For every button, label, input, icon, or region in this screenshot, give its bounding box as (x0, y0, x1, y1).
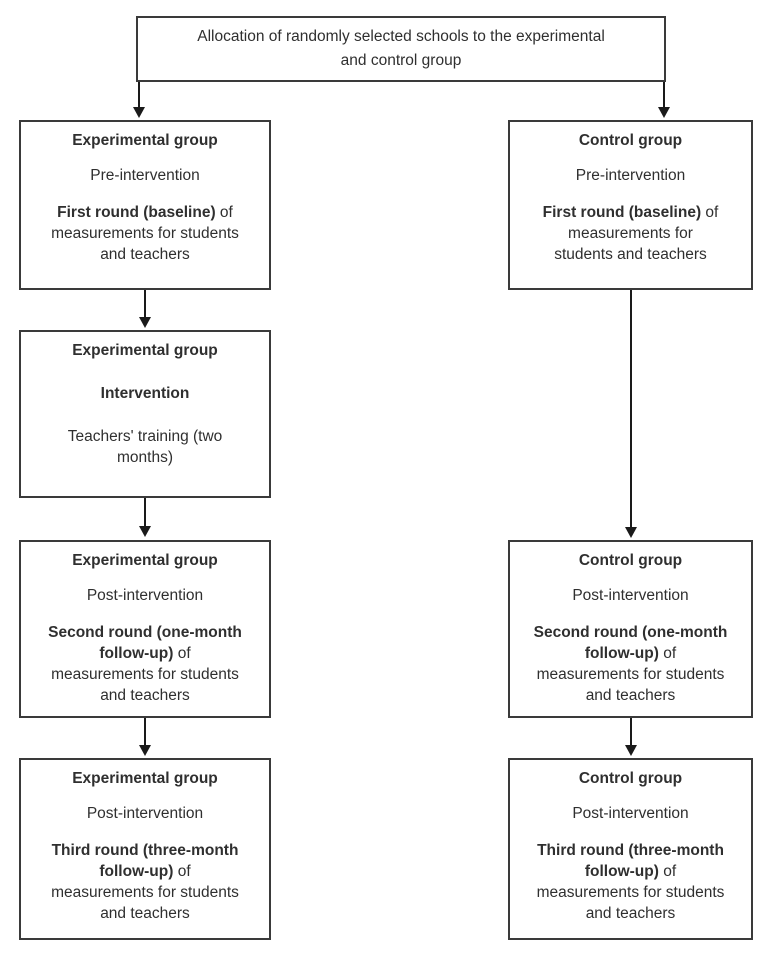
allocation-header-box: Allocation of randomly selected schools … (136, 16, 666, 82)
box-detail-line-1: measurements for students (51, 884, 239, 901)
box-round-label: follow-up) of (520, 861, 741, 882)
connector-experimental-3-to-4 (144, 718, 146, 747)
box-detail-line-1: measurements for students (51, 225, 239, 242)
box-round-label: First round (baseline) of (31, 202, 259, 223)
arrow-head-experimental-1-to-2-icon (139, 317, 151, 328)
box-detail-line-2: students and teachers (554, 246, 707, 263)
box-round-rest: of (658, 645, 677, 662)
box-group-label: Control group (578, 552, 683, 569)
box-round-bold: First round (baseline) (57, 204, 216, 221)
box-round-bold: First round (baseline) (542, 204, 702, 221)
box-round-bold-line-1: Third round (three-month (537, 842, 724, 859)
box-phase-label: Post-intervention (86, 805, 204, 822)
allocation-header-line-2: and control group (340, 52, 462, 69)
box-round-rest: of (701, 204, 719, 221)
box-phase-label: Pre-intervention (575, 167, 686, 184)
connector-control-2-to-3 (630, 718, 632, 747)
connector-header-to-control (663, 82, 665, 109)
connector-experimental-1-to-2 (144, 290, 146, 319)
arrow-head-experimental-3-to-4-icon (139, 745, 151, 756)
box-group-label: Experimental group (72, 342, 218, 359)
allocation-header-line-1: Allocation of randomly selected schools … (197, 28, 605, 45)
box-phase-label: Intervention (100, 385, 190, 402)
box-round-bold-line-2: follow-up) (99, 863, 174, 880)
box-phase-label: Post-intervention (86, 587, 204, 604)
box-group-label: Control group (578, 132, 683, 149)
control-pre-intervention-box: Control group Pre-intervention First rou… (508, 120, 753, 290)
box-round-bold-line-2: follow-up) (99, 645, 174, 662)
box-detail-line-2: and teachers (100, 246, 190, 263)
connector-experimental-2-to-3 (144, 498, 146, 528)
box-detail-line-1: measurements for (568, 225, 693, 242)
box-round-bold-line-1: Second round (one-month (533, 624, 728, 641)
box-round-rest: of (173, 863, 191, 880)
experimental-second-round-box: Experimental group Post-intervention Sec… (19, 540, 271, 718)
box-group-label: Experimental group (72, 770, 218, 787)
connector-control-1-to-2 (630, 290, 632, 529)
box-round-label: follow-up) of (31, 861, 259, 882)
box-group-label: Control group (578, 770, 683, 787)
box-round-rest: of (658, 863, 677, 880)
control-second-round-box: Control group Post-intervention Second r… (508, 540, 753, 718)
box-group-label: Experimental group (72, 552, 218, 569)
box-round-rest: of (173, 645, 191, 662)
box-round-bold-line-2: follow-up) (584, 863, 659, 880)
experimental-pre-intervention-box: Experimental group Pre-intervention Firs… (19, 120, 271, 290)
arrow-head-header-to-control-icon (658, 107, 670, 118)
experimental-third-round-box: Experimental group Post-intervention Thi… (19, 758, 271, 940)
box-round-label: follow-up) of (31, 643, 259, 664)
arrow-head-control-1-to-2-icon (625, 527, 637, 538)
control-third-round-box: Control group Post-intervention Third ro… (508, 758, 753, 940)
box-detail-line-1: Teachers' training (two (67, 428, 223, 445)
box-detail-line-2: and teachers (100, 905, 190, 922)
box-phase-label: Post-intervention (572, 805, 689, 822)
box-round-rest: of (215, 204, 233, 221)
box-phase-label: Post-intervention (572, 587, 689, 604)
box-detail-line-1: measurements for students (536, 666, 725, 683)
box-round-bold-line-1: Third round (three-month (51, 842, 239, 859)
arrow-head-header-to-experimental-icon (133, 107, 145, 118)
box-round-label: follow-up) of (520, 643, 741, 664)
box-round-bold-line-2: follow-up) (584, 645, 659, 662)
experimental-intervention-box: Experimental group Intervention Teachers… (19, 330, 271, 498)
arrow-head-control-2-to-3-icon (625, 745, 637, 756)
box-detail-line-1: measurements for students (536, 884, 725, 901)
arrow-head-experimental-2-to-3-icon (139, 526, 151, 537)
box-group-label: Experimental group (72, 132, 218, 149)
box-detail-line-2: and teachers (585, 687, 676, 704)
box-round-label: First round (baseline) of (520, 202, 741, 223)
box-detail-line-2: months) (117, 449, 173, 466)
box-detail-line-2: and teachers (100, 687, 190, 704)
box-phase-label: Pre-intervention (90, 167, 200, 184)
box-detail-line-1: measurements for students (51, 666, 239, 683)
box-round-bold-line-1: Second round (one-month (48, 624, 242, 641)
box-detail-line-2: and teachers (585, 905, 676, 922)
connector-header-to-experimental (138, 82, 140, 109)
